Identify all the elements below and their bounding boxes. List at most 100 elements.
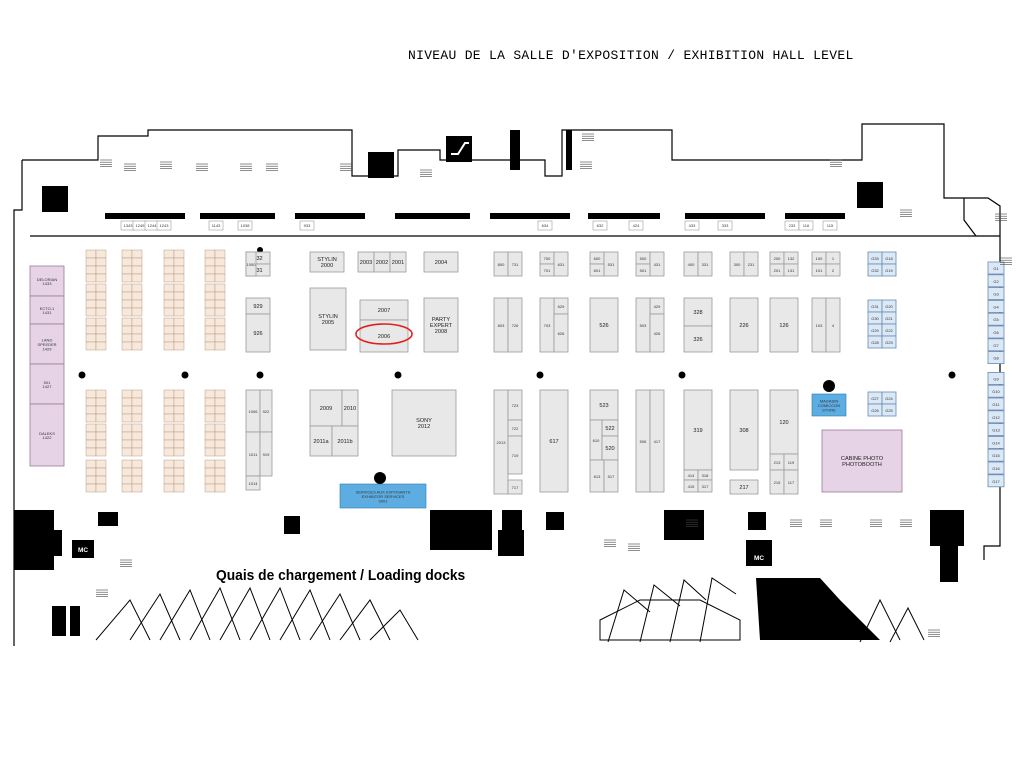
- small-booth[interactable]: [95, 273, 107, 283]
- small-booth[interactable]: [121, 283, 133, 293]
- g-booth[interactable]: G31: [867, 299, 883, 313]
- small-booth[interactable]: [204, 333, 216, 343]
- small-booth[interactable]: [121, 273, 133, 283]
- booth-500[interactable]: 500: [635, 251, 651, 265]
- small-booth[interactable]: [85, 405, 97, 415]
- small-booth[interactable]: [85, 483, 97, 493]
- small-booth[interactable]: [85, 333, 97, 343]
- booth-726[interactable]: 726: [507, 297, 523, 353]
- small-booth[interactable]: [131, 273, 143, 283]
- booth-326[interactable]: 326: [683, 325, 713, 353]
- g-column-booth[interactable]: G5: [987, 312, 1005, 326]
- small-booth[interactable]: [214, 431, 226, 441]
- booth-331[interactable]: 331: [697, 251, 713, 277]
- booth-213[interactable]: 213: [769, 453, 785, 471]
- small-booth[interactable]: [163, 257, 175, 267]
- booth-101[interactable]: 101: [811, 263, 827, 277]
- small-booth[interactable]: [131, 307, 143, 317]
- small-booth[interactable]: [121, 475, 133, 485]
- small-booth[interactable]: [131, 299, 143, 309]
- booth-2011b[interactable]: 2011b: [331, 425, 359, 457]
- small-booth[interactable]: [131, 325, 143, 335]
- small-booth[interactable]: [214, 413, 226, 423]
- small-booth[interactable]: [214, 317, 226, 327]
- small-booth[interactable]: [173, 291, 185, 301]
- booth-1014[interactable]: 1014: [245, 475, 261, 491]
- booth-2007[interactable]: 2007: [359, 299, 409, 321]
- booth-723[interactable]: 723: [507, 389, 523, 421]
- small-booth[interactable]: [163, 325, 175, 335]
- booth-2004[interactable]: 2004: [423, 251, 459, 273]
- small-booth[interactable]: [85, 257, 97, 267]
- small-booth[interactable]: [121, 291, 133, 301]
- small-booth[interactable]: [131, 291, 143, 301]
- g-booth[interactable]: G32: [867, 263, 883, 277]
- small-booth[interactable]: [214, 291, 226, 301]
- small-booth[interactable]: [95, 257, 107, 267]
- small-booth[interactable]: [131, 475, 143, 485]
- booth-231[interactable]: 231: [743, 251, 759, 277]
- small-booth[interactable]: [163, 413, 175, 423]
- g-booth[interactable]: G22: [881, 323, 897, 337]
- booth-503[interactable]: 503: [635, 297, 651, 353]
- booth-200[interactable]: 200: [769, 251, 785, 265]
- booth-319[interactable]: 319: [683, 389, 713, 471]
- small-booth[interactable]: [214, 467, 226, 477]
- small-booth[interactable]: [214, 299, 226, 309]
- booth-800[interactable]: 800: [493, 251, 509, 277]
- small-booth[interactable]: [121, 317, 133, 327]
- small-booth[interactable]: [85, 341, 97, 351]
- small-booth[interactable]: [131, 249, 143, 259]
- small-booth[interactable]: [204, 439, 216, 449]
- small-booth[interactable]: [204, 405, 216, 415]
- booth-2001[interactable]: 2001: [389, 251, 407, 273]
- small-booth[interactable]: [121, 405, 133, 415]
- small-booth[interactable]: [214, 249, 226, 259]
- booth-300[interactable]: 300: [729, 251, 745, 277]
- booth-4[interactable]: 4: [825, 297, 841, 353]
- small-booth[interactable]: [95, 467, 107, 477]
- small-booth[interactable]: [173, 307, 185, 317]
- booth-506[interactable]: 506: [635, 389, 651, 493]
- g-column-booth[interactable]: G9: [987, 371, 1005, 385]
- booth-1006[interactable]: 1006: [245, 389, 261, 433]
- small-booth[interactable]: [173, 249, 185, 259]
- small-booth[interactable]: [95, 317, 107, 327]
- small-booth[interactable]: [173, 333, 185, 343]
- small-booth[interactable]: [95, 341, 107, 351]
- booth-531[interactable]: 531: [603, 251, 619, 277]
- g-column-booth[interactable]: G15: [987, 448, 1005, 462]
- small-booth[interactable]: [121, 459, 133, 469]
- small-booth[interactable]: [163, 317, 175, 327]
- small-booth[interactable]: [131, 341, 143, 351]
- g-booth[interactable]: G20: [881, 299, 897, 313]
- g-booth[interactable]: G33: [867, 251, 883, 265]
- small-booth[interactable]: [85, 389, 97, 399]
- small-booth[interactable]: [173, 423, 185, 433]
- small-booth[interactable]: [173, 265, 185, 275]
- small-booth[interactable]: [85, 291, 97, 301]
- small-booth[interactable]: [95, 439, 107, 449]
- small-booth[interactable]: [95, 333, 107, 343]
- small-booth[interactable]: [163, 333, 175, 343]
- booth-328[interactable]: 328: [683, 297, 713, 327]
- small-booth[interactable]: [131, 397, 143, 407]
- small-booth[interactable]: [131, 447, 143, 457]
- g-column-booth[interactable]: G13: [987, 423, 1005, 437]
- g-column-booth[interactable]: G12: [987, 410, 1005, 424]
- small-booth[interactable]: [121, 447, 133, 457]
- booth-926[interactable]: 926: [245, 313, 271, 353]
- booth-701[interactable]: 701: [539, 263, 555, 277]
- booth-2011a[interactable]: 2011a: [309, 425, 333, 457]
- small-booth[interactable]: [214, 341, 226, 351]
- small-booth[interactable]: [95, 283, 107, 293]
- small-booth[interactable]: [121, 467, 133, 477]
- booth-414[interactable]: 414: [683, 469, 699, 481]
- small-booth[interactable]: [131, 467, 143, 477]
